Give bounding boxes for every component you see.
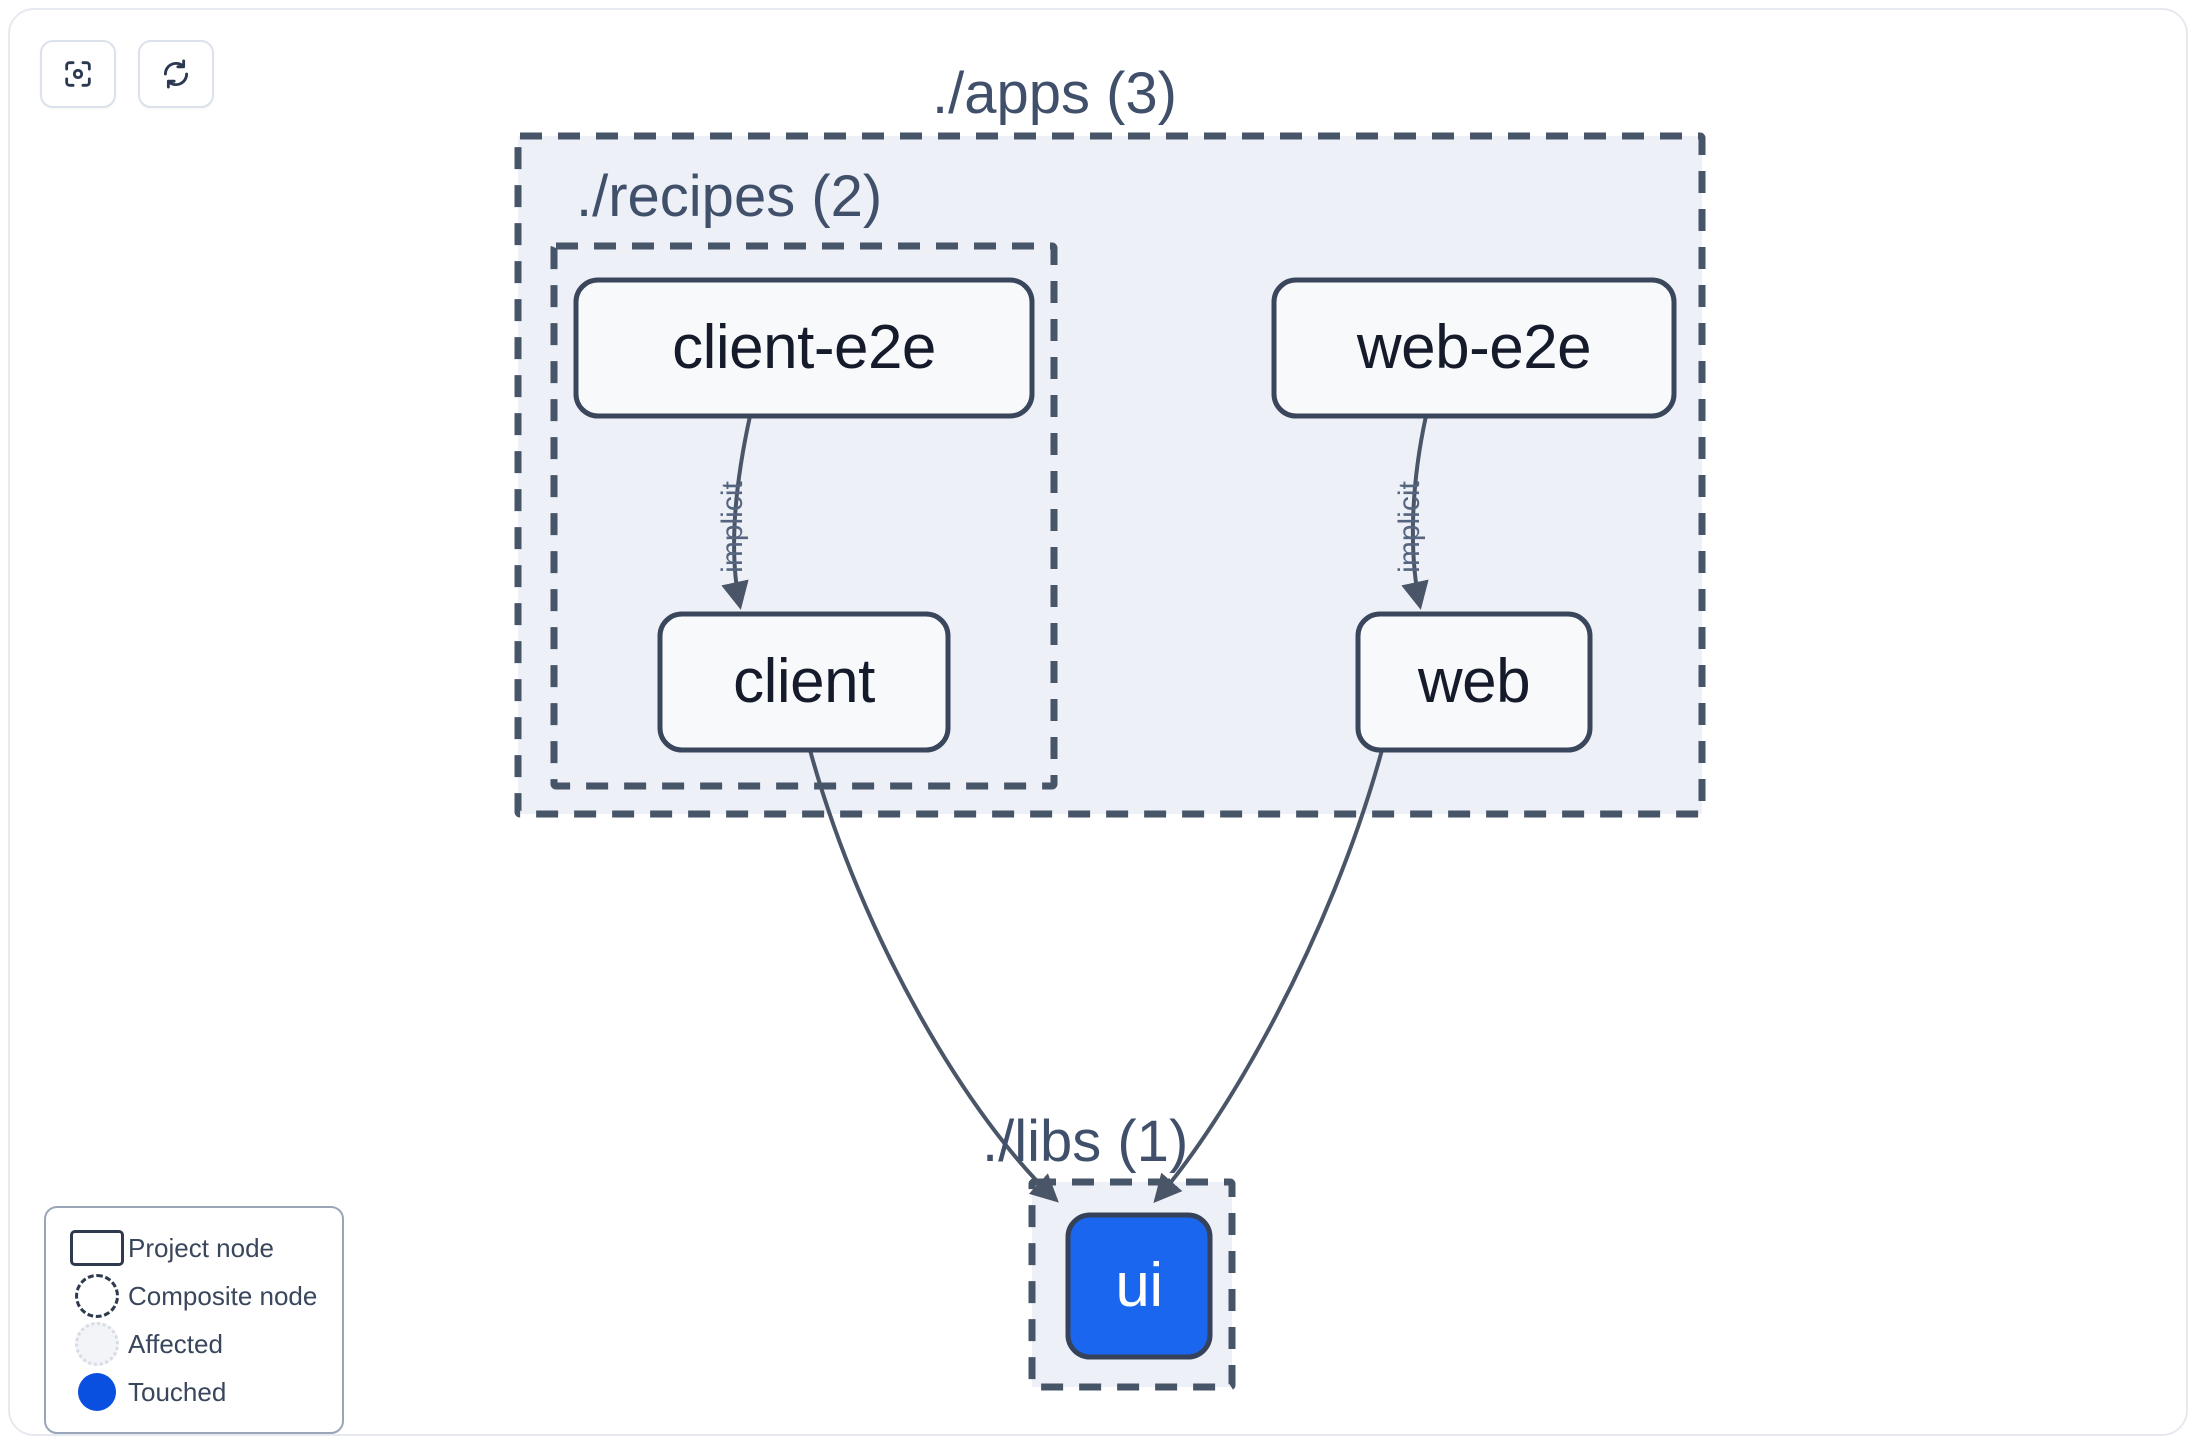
refresh-icon bbox=[159, 57, 193, 91]
project-graph[interactable] bbox=[10, 10, 2186, 1434]
legend-item-project-node: Project node bbox=[66, 1224, 324, 1272]
node-client-e2e[interactable] bbox=[573, 277, 1035, 419]
refresh-button[interactable] bbox=[138, 40, 214, 108]
legend-item-touched: Touched bbox=[66, 1368, 324, 1416]
graph-canvas[interactable]: client-e2e client web-e2e web ui ./apps … bbox=[8, 8, 2188, 1436]
legend-item-affected: Affected bbox=[66, 1320, 324, 1368]
node-web[interactable] bbox=[1355, 611, 1593, 753]
edge-label-client-e2e-to-client: implicit bbox=[716, 481, 749, 573]
affected-swatch-icon bbox=[66, 1322, 128, 1366]
legend-item-composite-node: Composite node bbox=[66, 1272, 324, 1320]
legend-label-affected: Affected bbox=[128, 1329, 223, 1359]
focus-target-icon bbox=[61, 57, 95, 91]
legend-label-project-node: Project node bbox=[128, 1233, 274, 1263]
edge-web-to-ui[interactable] bbox=[1153, 749, 1384, 1203]
legend-label-touched: Touched bbox=[128, 1377, 227, 1407]
group-label-apps: ./apps (3) bbox=[932, 61, 1177, 126]
edge-client-e2e-to-client[interactable] bbox=[721, 415, 752, 610]
legend-label-composite-node: Composite node bbox=[128, 1281, 318, 1311]
group-label-libs: ./libs (1) bbox=[982, 1109, 1189, 1174]
touched-swatch-icon bbox=[66, 1373, 128, 1411]
graph-legend: Project node Composite node Affected Tou… bbox=[44, 1206, 344, 1434]
edge-client-to-ui[interactable] bbox=[808, 749, 1059, 1203]
node-web-e2e[interactable] bbox=[1271, 277, 1677, 419]
project-node-swatch-icon bbox=[66, 1230, 128, 1266]
focus-view-button[interactable] bbox=[40, 40, 116, 108]
graph-toolbar bbox=[40, 40, 214, 108]
composite-node-swatch-icon bbox=[66, 1274, 128, 1318]
node-ui[interactable] bbox=[1065, 1212, 1213, 1360]
edge-web-e2e-to-web[interactable] bbox=[1401, 415, 1429, 610]
node-client[interactable] bbox=[657, 611, 951, 753]
group-label-recipes: ./recipes (2) bbox=[576, 164, 883, 229]
edge-label-web-e2e-to-web: implicit bbox=[1393, 481, 1426, 573]
